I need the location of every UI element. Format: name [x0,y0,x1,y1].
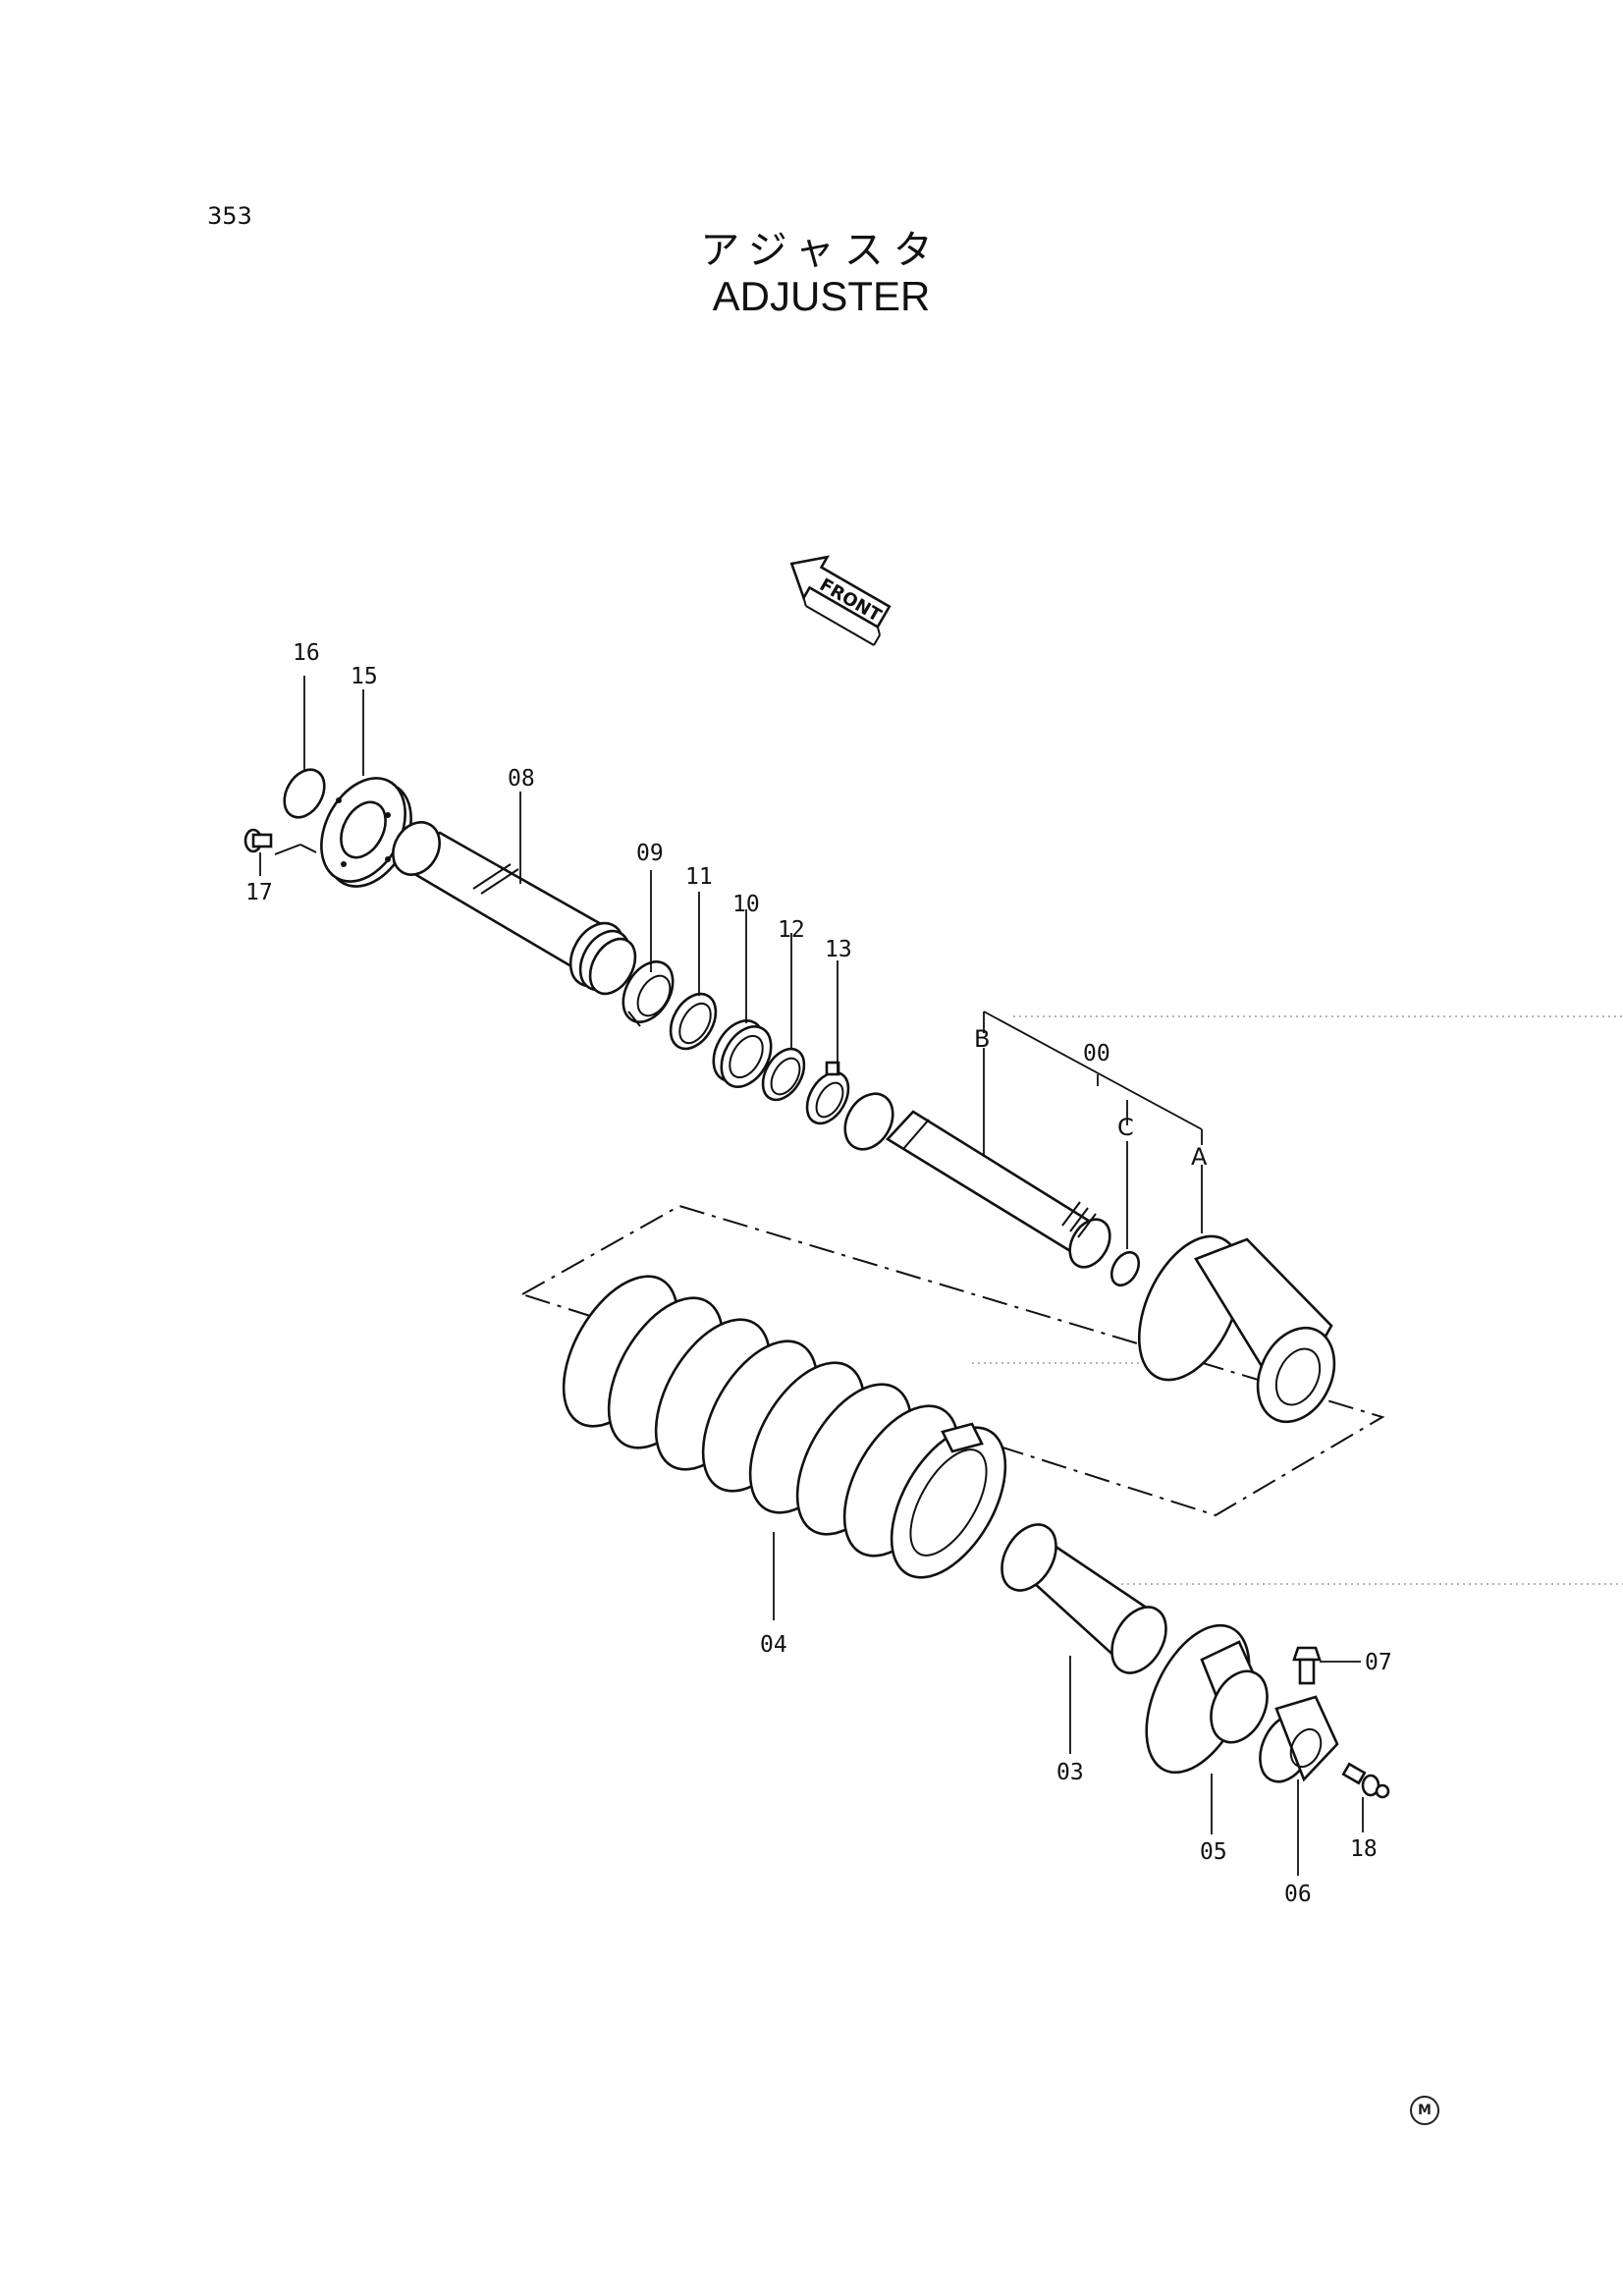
part-07-bolt [1292,1646,1322,1685]
page-number: 353 [207,202,252,230]
label-09: 09 [636,841,664,866]
part-b-rod [843,1092,1111,1269]
title-english: ADJUSTER [712,273,931,319]
part-04-spring [562,1275,1007,1579]
part-16-o-ring [283,768,326,819]
label-06: 06 [1284,1882,1312,1907]
label-16: 16 [293,640,320,666]
part-06-nut [1259,1695,1339,1783]
label-00: 00 [1083,1041,1110,1066]
title-japanese: アジャスタ [700,228,943,273]
label-04: 04 [760,1632,787,1658]
label-17: 17 [245,880,273,905]
part-10-packing [712,1019,773,1088]
part-03-spacer [1001,1523,1167,1674]
label-08: 08 [508,766,535,792]
label-07: 07 [1365,1650,1392,1675]
leader-lines [259,676,1364,1876]
label-11: 11 [685,864,713,890]
part-05-bracket [1145,1623,1269,1775]
label-13: 13 [825,937,852,962]
part-c-o-ring [1109,1250,1141,1287]
assembly-enclosure-line [521,1204,1385,1517]
part-12-ring [761,1047,806,1102]
part-08-cylinder [392,821,637,996]
label-a: A [1191,1143,1208,1171]
part-11-ring [669,992,718,1051]
label-12: 12 [778,917,805,943]
label-05: 05 [1200,1839,1227,1865]
part-09-seal [622,960,675,1027]
label-c: C [1117,1114,1134,1141]
part-18-grease-fitting [1341,1762,1390,1799]
label-10: 10 [732,892,760,917]
label-b: B [974,1025,990,1053]
part-a-yoke [1137,1234,1336,1424]
part-13-snap-ring [805,1061,850,1125]
part-17-bolt [243,828,317,855]
label-18: 18 [1350,1836,1378,1862]
label-03: 03 [1056,1760,1084,1785]
manufacturer-mark: M [1410,2096,1439,2125]
front-arrow-icon: FRONT [789,555,892,646]
label-15: 15 [351,664,378,689]
